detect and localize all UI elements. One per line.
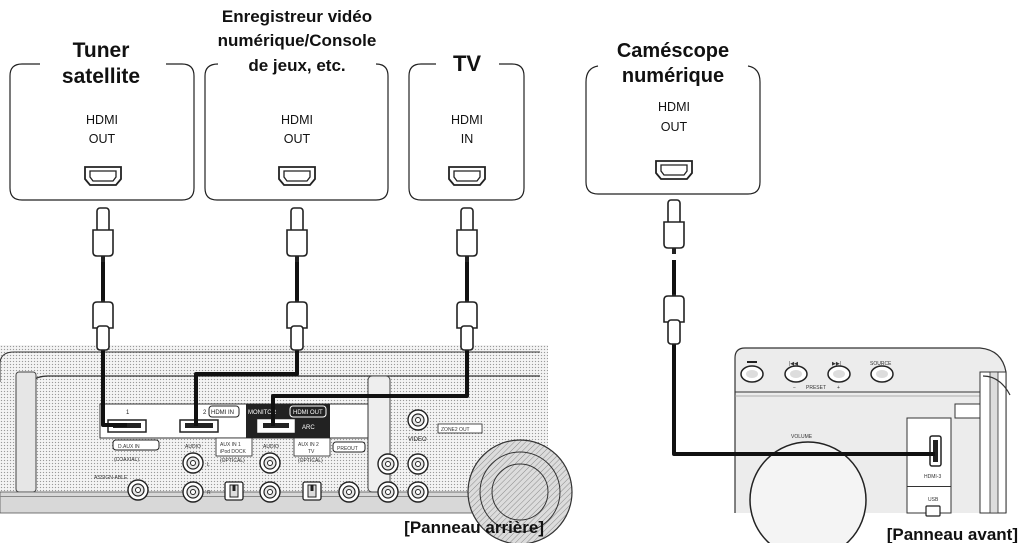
rear-label-input-1: 1 (126, 410, 130, 416)
port-label: HDMI (451, 113, 483, 127)
rear-label-optical-2: (OPTICAL) (298, 458, 323, 464)
rear-label-monitor: MONITOR (248, 410, 277, 416)
port-label: HDMI (658, 100, 690, 114)
front-label-hdmi3: HDMI-3 (924, 474, 941, 480)
hdmi-port-icon (278, 166, 316, 186)
rear-label-coaxial: (COAXIAL) (114, 457, 139, 463)
rear-label-input-2: 2 (203, 410, 207, 416)
device-title-line: TV (453, 51, 481, 76)
cable-plugs (92, 199, 685, 351)
volume-knob (749, 441, 867, 543)
hdmi-port-icon (448, 166, 486, 186)
rear-label-zone2-out: ZONE2 OUT (441, 427, 470, 433)
front-label-preset: PRESET (806, 385, 826, 391)
front-label-minus: − (793, 385, 796, 391)
device-title-line: numérique (622, 65, 724, 87)
device-camescope: Caméscope numérique HDMI OUT (585, 40, 761, 195)
hdmi-port-icon (84, 166, 122, 186)
device-title-line: Enregistreur vidéo (222, 7, 372, 26)
rear-label-aux-in2: AUX IN 2 (298, 442, 319, 448)
port-label: OUT (89, 132, 116, 146)
front-panel-caption: [Panneau avant] (887, 525, 1018, 543)
front-label-usb: USB (928, 497, 939, 503)
front-buttons: |◀◀ ▶▶| SOURCE − PRESET + (740, 361, 894, 391)
device-title-line: numérique/Console (218, 31, 377, 50)
hdmi-port-icon (655, 160, 693, 180)
device-title-line: Caméscope (617, 40, 729, 62)
rear-ventilation-grille (467, 439, 573, 543)
device-title-line: satellite (62, 65, 140, 88)
device-title-line: de jeux, etc. (248, 56, 345, 75)
rear-label-tv: TV (308, 449, 315, 455)
device-tuner-satellite: Tuner satellite HDMI OUT (9, 39, 195, 201)
rear-label-audio-1: AUDIO (185, 444, 201, 450)
port-label: HDMI (281, 113, 313, 127)
device-tv: TV HDMI IN (408, 51, 525, 201)
device-title-line: Tuner (73, 39, 130, 62)
port-label: OUT (661, 120, 688, 134)
rear-label-audio-2: AUDIO (263, 444, 279, 450)
rear-label-hdmi-out: HDMI OUT (293, 410, 323, 416)
svg-text:▶▶|: ▶▶| (832, 361, 841, 367)
rear-label-optical-1: (OPTICAL) (220, 458, 245, 464)
rear-label-l: L (207, 462, 210, 468)
rear-label-ipod-dock: iPod DOCK (220, 449, 247, 455)
rear-panel-caption: [Panneau arrière] (404, 518, 544, 537)
rear-label-aux-in1: AUX IN 1 (220, 442, 241, 448)
port-label: IN (461, 132, 474, 146)
front-label-plus: + (837, 385, 840, 391)
front-label-volume: VOLUME (791, 434, 813, 440)
front-label-source: SOURCE (870, 361, 892, 367)
device-enregistreur-console: Enregistreur vidéo numérique/Console de … (204, 7, 389, 201)
rear-label-r: R (207, 490, 211, 496)
front-panel: |◀◀ ▶▶| SOURCE − PRESET + VOLUME HDMI-3 … (734, 347, 1011, 543)
hdmi-cables (101, 258, 935, 456)
rear-label-d-aux-in: D.AUX IN (118, 444, 140, 450)
port-label: HDMI (86, 113, 118, 127)
rear-label-preout: PREOUT (337, 446, 358, 452)
port-label: OUT (284, 132, 311, 146)
rear-label-arc: ARC (302, 425, 315, 431)
rear-label-hdmi-in: HDMI IN (211, 410, 234, 416)
svg-text:|◀◀: |◀◀ (789, 361, 798, 367)
rear-label-video: VIDEO (408, 437, 427, 443)
rear-label-assignable: ASSIGN-ABLE (94, 475, 128, 481)
